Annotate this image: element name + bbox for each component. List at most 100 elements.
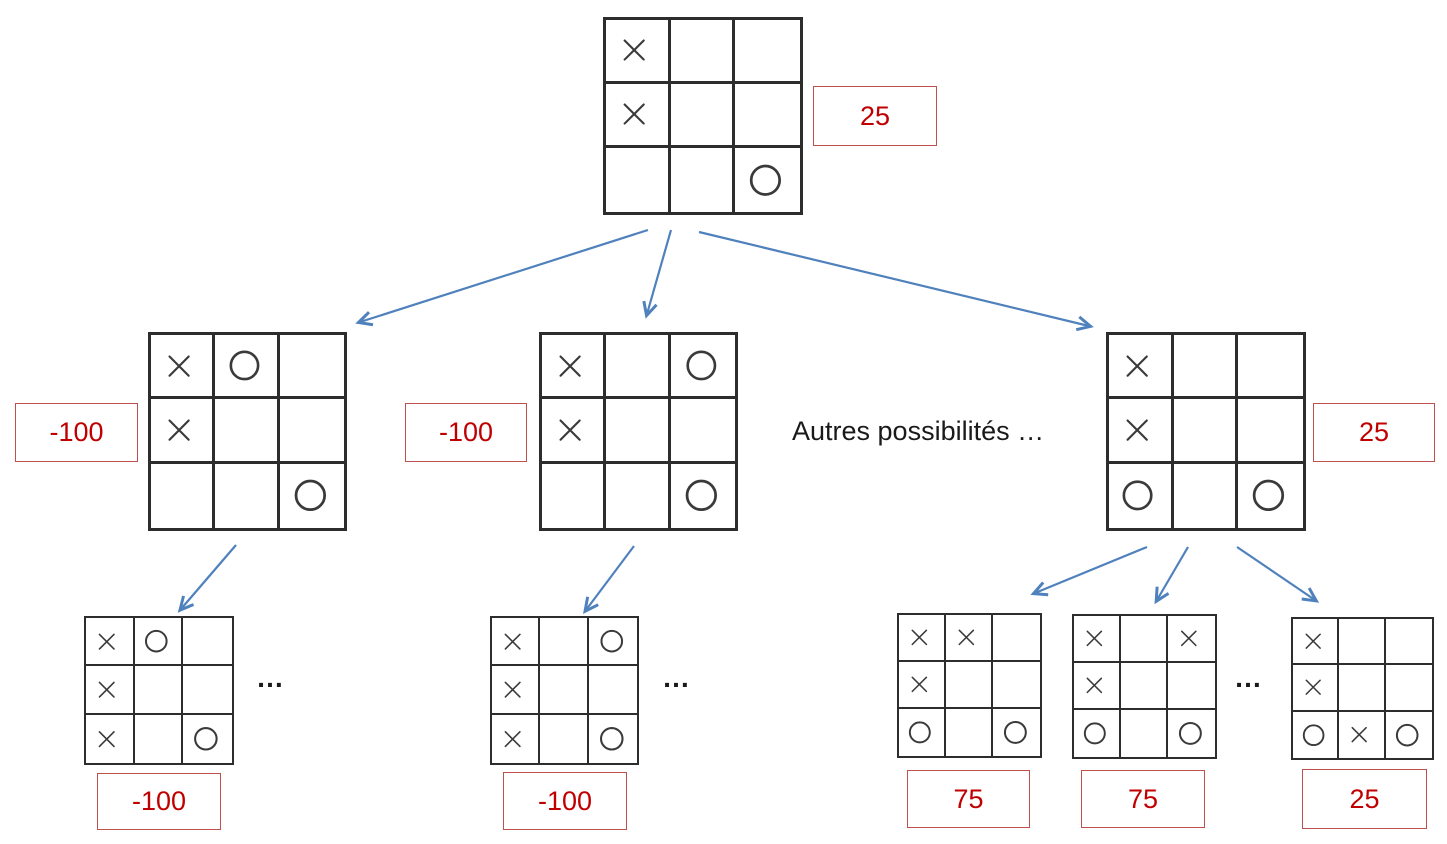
- score-box-level2-center: -100: [405, 403, 527, 462]
- cell-x: [151, 399, 216, 464]
- cell-o: [589, 715, 637, 763]
- cell-o: [1109, 463, 1174, 528]
- arrow-root-to-center: [642, 229, 673, 319]
- o-mark-icon: [1396, 723, 1419, 747]
- cell-empty: [1339, 619, 1386, 666]
- cell-empty: [606, 335, 671, 400]
- x-mark-icon: [1126, 419, 1148, 441]
- x-mark-icon: [504, 633, 521, 650]
- cell-empty: [151, 463, 216, 528]
- cell-o: [134, 618, 184, 667]
- cell-o: [1386, 712, 1432, 758]
- cell-empty: [588, 666, 637, 715]
- cell-x: [492, 618, 541, 667]
- x-mark-icon: [911, 629, 928, 646]
- o-mark-icon: [909, 721, 932, 744]
- cell-x: [86, 714, 135, 763]
- x-mark-icon: [911, 676, 928, 693]
- score-box-leaf2: -100: [503, 772, 627, 830]
- o-mark-icon: [599, 727, 624, 751]
- board-leaf4: [1072, 614, 1217, 759]
- cell-x: [492, 714, 541, 763]
- cell-empty: [279, 399, 344, 464]
- cell-empty: [670, 20, 736, 84]
- cell-o: [1293, 711, 1340, 758]
- cell-o: [671, 464, 735, 528]
- ellipsis-label: …: [1234, 662, 1264, 693]
- cell-o: [183, 715, 232, 763]
- x-mark-icon: [167, 419, 190, 441]
- ellipsis-label: …: [662, 662, 692, 693]
- cell-o: [215, 335, 280, 400]
- x-mark-icon: [98, 730, 116, 747]
- score-box-leaf4: 75: [1081, 770, 1205, 828]
- cell-empty: [993, 615, 1040, 662]
- cell-x: [1168, 616, 1215, 663]
- cell-empty: [946, 709, 993, 756]
- x-mark-icon: [167, 355, 190, 377]
- o-mark-icon: [294, 480, 326, 512]
- arrow-center-to-leaf2: [583, 545, 635, 614]
- score-box-level2-right: 25: [1313, 403, 1435, 462]
- cell-empty: [1238, 399, 1303, 464]
- cell-x: [1293, 619, 1340, 666]
- x-mark-icon: [1086, 630, 1103, 647]
- arrow-root-to-right: [698, 230, 1094, 332]
- board-leaf3: [897, 613, 1042, 758]
- x-mark-icon: [1351, 727, 1367, 743]
- cell-empty: [1173, 335, 1239, 400]
- cell-empty: [1121, 710, 1168, 757]
- cell-x: [1109, 399, 1174, 464]
- cell-o: [899, 709, 946, 756]
- x-mark-icon: [1181, 630, 1197, 647]
- o-mark-icon: [1253, 480, 1285, 512]
- cell-o: [735, 148, 800, 212]
- x-mark-icon: [98, 633, 116, 650]
- cell-x: [1339, 711, 1386, 758]
- cell-empty: [1385, 619, 1432, 666]
- x-mark-icon: [1305, 633, 1321, 649]
- cell-o: [588, 618, 637, 667]
- o-mark-icon: [1084, 722, 1107, 745]
- cell-empty: [1339, 665, 1386, 712]
- cell-o: [280, 464, 344, 528]
- cell-empty: [735, 20, 800, 84]
- cell-empty: [183, 618, 232, 667]
- cell-empty: [542, 463, 607, 528]
- cell-x: [86, 618, 135, 667]
- arrow-left-to-leaf1: [177, 544, 237, 613]
- cell-empty: [215, 463, 280, 528]
- x-mark-icon: [623, 39, 645, 62]
- cell-empty: [670, 399, 735, 464]
- cell-empty: [735, 84, 800, 148]
- x-mark-icon: [504, 730, 521, 747]
- cell-empty: [606, 399, 671, 464]
- cell-empty: [279, 335, 344, 400]
- other-possibilities-label: Autres possibilités …: [792, 416, 1045, 446]
- o-mark-icon: [600, 629, 623, 653]
- score-box-leaf1: -100: [97, 773, 221, 830]
- cell-empty: [135, 714, 184, 763]
- arrow-right-to-leaf3: [1030, 545, 1148, 597]
- x-mark-icon: [1086, 677, 1103, 694]
- cell-empty: [1173, 399, 1239, 464]
- cell-empty: [1238, 335, 1303, 400]
- x-mark-icon: [504, 681, 521, 698]
- cell-x: [542, 335, 607, 400]
- x-mark-icon: [558, 419, 581, 441]
- ellipsis-label: …: [256, 662, 286, 693]
- cell-x: [1074, 616, 1121, 663]
- cell-empty: [1121, 616, 1168, 663]
- o-mark-icon: [1178, 722, 1202, 745]
- score-box-level2-left: -100: [15, 403, 138, 462]
- arrow-right-to-leaf4: [1154, 546, 1189, 605]
- cell-empty: [993, 662, 1040, 709]
- cell-x: [1074, 663, 1121, 710]
- cell-o: [670, 335, 735, 400]
- cell-empty: [215, 399, 280, 464]
- cell-empty: [1174, 463, 1239, 528]
- cell-o: [1168, 710, 1215, 757]
- x-mark-icon: [958, 629, 975, 646]
- board-leaf2: [490, 616, 639, 765]
